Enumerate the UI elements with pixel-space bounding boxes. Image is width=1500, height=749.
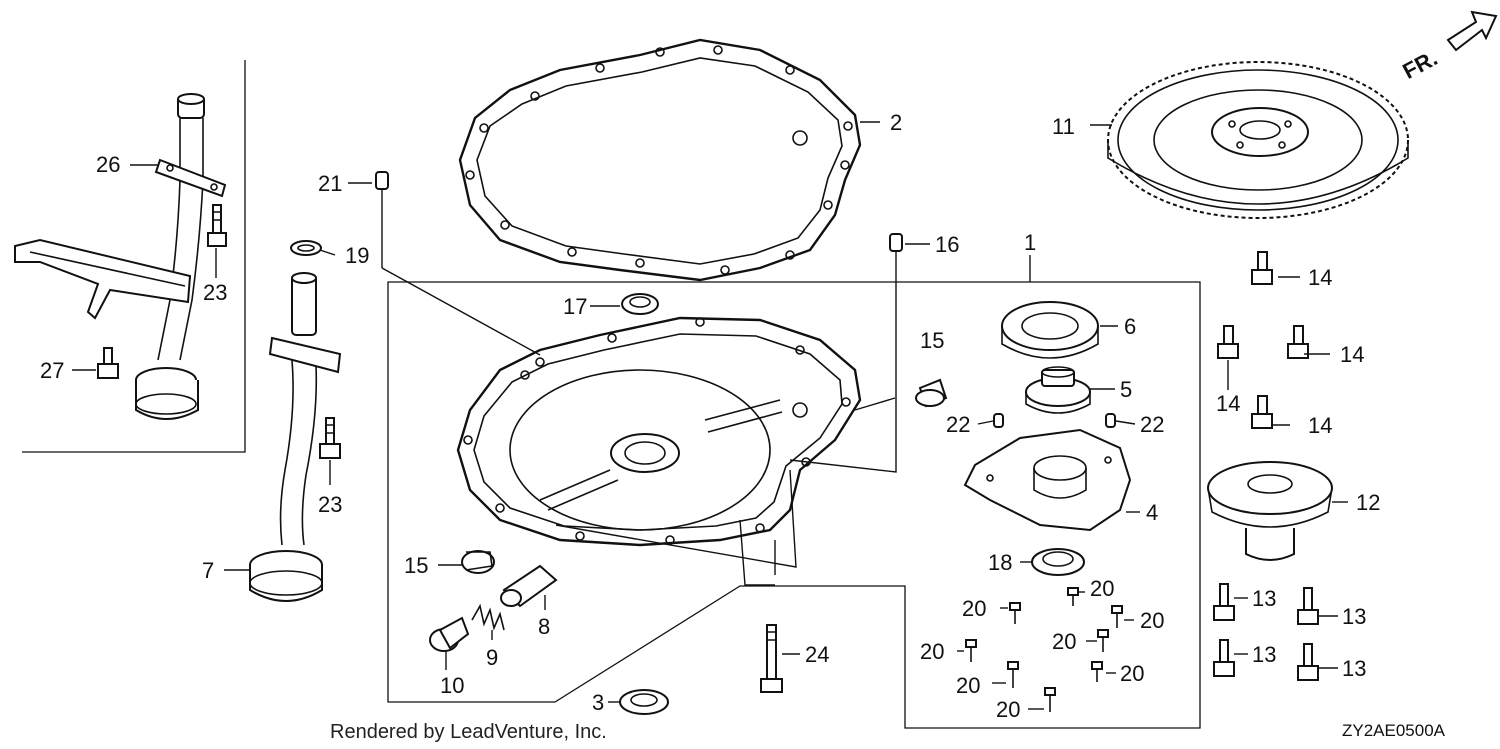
- part-label-16[interactable]: 16: [935, 232, 959, 257]
- dowel-pin-21-drawing: [375, 171, 389, 190]
- oil-seal-18-drawing: [1031, 548, 1085, 576]
- pump-body-4-drawing: [963, 428, 1132, 532]
- part-label-14-top[interactable]: 14: [1308, 265, 1332, 290]
- part-label-8[interactable]: 8: [538, 614, 550, 639]
- part-label-15-lower[interactable]: 15: [404, 553, 428, 578]
- part-label-10[interactable]: 10: [440, 673, 464, 698]
- credit-text: Rendered by LeadVenture, Inc.: [330, 721, 607, 743]
- plug-15-lower-drawing: [461, 550, 495, 574]
- dowel-pin-22a-drawing: [993, 413, 1004, 428]
- part-label-13-d[interactable]: 13: [1342, 656, 1366, 681]
- part-label-20-f[interactable]: 20: [956, 673, 980, 698]
- oil-pipe-7-drawing: [249, 240, 342, 602]
- part-label-18[interactable]: 18: [988, 550, 1012, 575]
- dowel-pin-22b-drawing: [1105, 413, 1116, 428]
- dowel-pin-16-drawing: [889, 233, 903, 252]
- oil-pipe-26-drawing: [14, 93, 227, 420]
- part-label-20-h[interactable]: 20: [996, 697, 1020, 722]
- part-label-19[interactable]: 19: [345, 243, 369, 268]
- part-label-22-right[interactable]: 22: [1140, 412, 1164, 437]
- part-label-9[interactable]: 9: [486, 645, 498, 670]
- part-label-12[interactable]: 12: [1356, 490, 1380, 515]
- drive-plate-12-drawing: [1207, 461, 1333, 561]
- bolt-24-drawing: [760, 624, 783, 693]
- part-label-20-c[interactable]: 20: [1140, 608, 1164, 633]
- inset-frame: [22, 60, 246, 453]
- outer-rotor-6-drawing: [1001, 301, 1099, 359]
- part-label-1[interactable]: 1: [1024, 230, 1036, 255]
- part-label-23-inset[interactable]: 23: [203, 280, 227, 305]
- relief-valve-8-drawing: [500, 564, 558, 608]
- part-label-20-e[interactable]: 20: [1052, 629, 1076, 654]
- inner-rotor-5-drawing: [1025, 366, 1091, 414]
- part-label-4[interactable]: 4: [1146, 500, 1158, 525]
- leader-lines: [72, 121, 1348, 710]
- part-label-22-left[interactable]: 22: [946, 412, 970, 437]
- part-label-2[interactable]: 2: [890, 110, 902, 135]
- bolts-14-drawing: [1217, 251, 1309, 429]
- screws-20-drawing: [965, 587, 1123, 712]
- part-label-14-bottom[interactable]: 14: [1308, 413, 1332, 438]
- part-label-3[interactable]: 3: [592, 690, 604, 715]
- gasket-2-drawing: [458, 38, 862, 282]
- front-direction-label: FR.: [1398, 45, 1441, 84]
- part-label-20-d[interactable]: 20: [920, 639, 944, 664]
- part-label-5[interactable]: 5: [1120, 377, 1132, 402]
- part-label-20-a[interactable]: 20: [962, 596, 986, 621]
- part-label-20-b[interactable]: 20: [1090, 576, 1114, 601]
- part-label-17[interactable]: 17: [563, 294, 587, 319]
- part-label-15-upper[interactable]: 15: [920, 328, 944, 353]
- part-label-14-right[interactable]: 14: [1340, 342, 1364, 367]
- part-label-13-c[interactable]: 13: [1252, 642, 1276, 667]
- part-label-27[interactable]: 27: [40, 358, 64, 383]
- spring-9-drawing: [471, 603, 505, 631]
- bolt-23-drawing: [319, 417, 341, 459]
- diagram-code: ZY2AE0500A: [1342, 721, 1446, 740]
- part-label-13-a[interactable]: 13: [1252, 586, 1276, 611]
- bolt-23-inset-drawing: [207, 204, 227, 247]
- part-label-21[interactable]: 21: [318, 171, 342, 196]
- part-label-26[interactable]: 26: [96, 152, 120, 177]
- assembly-frame: [387, 281, 1201, 729]
- bolts-13-drawing: [1213, 583, 1319, 681]
- part-label-20-g[interactable]: 20: [1120, 661, 1144, 686]
- part-label-11[interactable]: 11: [1052, 114, 1075, 139]
- part-label-23[interactable]: 23: [318, 492, 342, 517]
- flywheel-11-drawing: [1107, 61, 1409, 219]
- bolt-27-drawing: [97, 347, 119, 379]
- part-label-14-left[interactable]: 14: [1216, 391, 1240, 416]
- oil-seal-3-drawing: [619, 689, 669, 715]
- part-label-6[interactable]: 6: [1124, 314, 1136, 339]
- plug-15-upper-drawing: [915, 378, 948, 408]
- part-label-24[interactable]: 24: [805, 642, 829, 667]
- front-arrow-icon: [1446, 10, 1498, 52]
- plug-10-drawing: [429, 616, 470, 652]
- oil-seal-17-drawing: [621, 293, 659, 315]
- part-label-7[interactable]: 7: [202, 558, 214, 583]
- case-cover-drawing: [456, 316, 862, 547]
- part-label-13-b[interactable]: 13: [1342, 604, 1366, 629]
